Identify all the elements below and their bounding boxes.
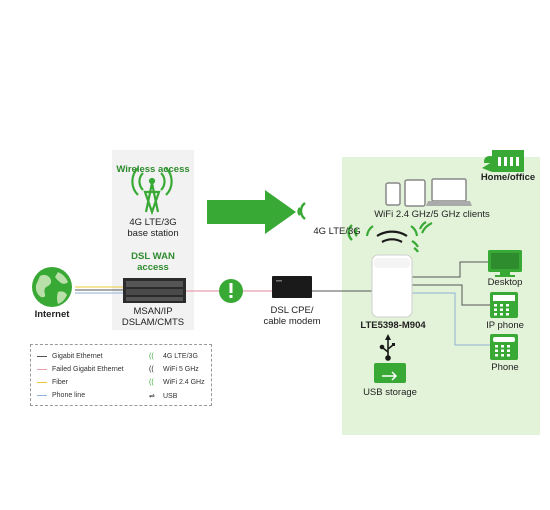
legend-label: WiFi 5 GHz <box>163 366 199 373</box>
internet-to-msan-lines <box>75 286 123 294</box>
legend-item: Gigabit Ethernet <box>37 353 103 360</box>
router-icon <box>371 254 413 318</box>
phone-client-icon <box>385 182 401 206</box>
wifi-5ghz-icon: (( <box>149 366 154 373</box>
lte-signal-icon <box>297 202 306 220</box>
legend-label: Failed Gigabit Ethernet <box>52 366 124 373</box>
wifi-24ghz-icon: (( <box>149 379 154 386</box>
legend-item: (( WiFi 2.4 GHz <box>149 379 205 386</box>
wifi-24ghz-icon <box>411 240 419 253</box>
legend: Gigabit Ethernet Failed Gigabit Ethernet… <box>30 344 212 406</box>
home-office-icon <box>482 150 524 172</box>
legend-label: Phone line <box>52 392 86 399</box>
router-model-label: LTE5398-M904 <box>360 320 426 331</box>
base-station-label: 4G LTE/3G base station <box>127 217 179 239</box>
ip-phone-icon <box>490 292 518 318</box>
wifi-clients-label: WiFi 2.4 GHz/5 GHz clients <box>374 209 490 220</box>
usb-icon <box>379 334 395 361</box>
laptop-client-icon <box>426 178 472 206</box>
legend-item: Failed Gigabit Ethernet <box>37 366 124 373</box>
dsl-wan-access-title: DSL WAN access <box>131 251 175 273</box>
dsl-cpe-label: DSL CPE/ cable modem <box>263 305 321 327</box>
globe-icon <box>32 267 72 307</box>
fiber-line-swatch <box>37 381 47 383</box>
legend-item: (( WiFi 5 GHz <box>149 366 199 373</box>
phone-label: Phone <box>491 362 519 373</box>
lte-direction-arrow <box>207 190 296 234</box>
desktop-label: Desktop <box>487 277 523 288</box>
usb-icon: ⇌ <box>149 393 155 400</box>
tablet-client-icon <box>404 179 426 207</box>
lte-signal-label: 4G LTE/3G <box>313 226 361 237</box>
legend-item: ⇌ USB <box>149 392 177 400</box>
desktop-icon <box>488 250 522 277</box>
usb-storage-label: USB storage <box>363 387 417 398</box>
lte-signal-icon <box>347 224 358 241</box>
legend-label: 4G LTE/3G <box>163 353 198 360</box>
legend-label: Gigabit Ethernet <box>52 353 103 360</box>
legend-item: (( 4G LTE/3G <box>149 353 198 360</box>
wifi-5ghz-icon <box>376 230 408 243</box>
legend-label: USB <box>163 393 178 400</box>
cell-tower-icon <box>131 167 173 216</box>
home-office-label: Home/office <box>480 172 536 183</box>
ip-phone-label: IP phone <box>486 320 524 331</box>
ethernet-line-swatch <box>37 355 47 357</box>
msan-label: MSAN/IP DSLAM/CMTS <box>121 306 185 328</box>
lte-signal-icon: (( <box>149 353 154 360</box>
msan-rack-icon <box>123 278 186 303</box>
usb-storage-icon <box>374 363 406 383</box>
legend-label: Fiber <box>52 379 68 386</box>
router-to-devices-lines <box>412 261 490 346</box>
warning-icon <box>219 279 243 303</box>
legend-item: Fiber <box>37 379 68 386</box>
phone-icon <box>490 334 518 360</box>
failed-ethernet-line-swatch <box>37 368 47 370</box>
legend-item: Phone line <box>37 392 85 399</box>
wifi-24ghz-icon <box>365 221 433 237</box>
legend-label: WiFi 2.4 GHz <box>163 379 205 386</box>
wireless-access-title: Wireless access <box>116 164 190 175</box>
internet-label: Internet <box>34 309 70 320</box>
dsl-modem-icon <box>272 276 312 298</box>
phone-line-swatch <box>37 394 47 396</box>
